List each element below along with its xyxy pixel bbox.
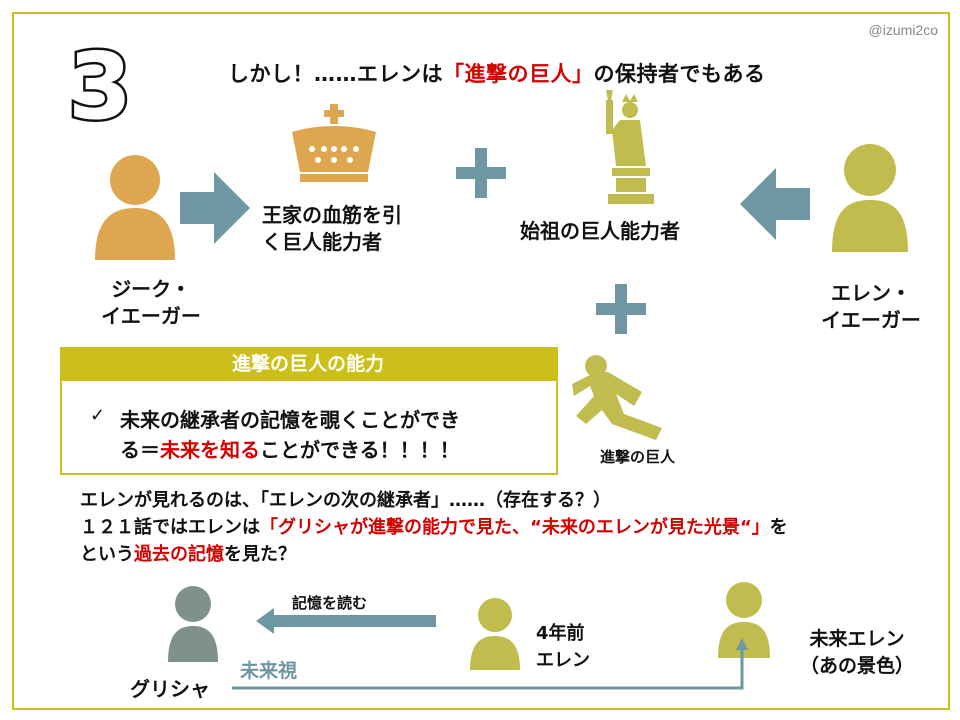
eren-name-line1: エレン・ xyxy=(831,281,911,305)
future-eren-label: 未来エレン （あの景色） xyxy=(792,626,922,680)
step-number-text: 3 xyxy=(68,34,132,134)
question-line2-highlight: 「グリシャが進撃の能力で見た、“未来のエレンが見た光景“」 xyxy=(260,517,770,538)
plus-icon-2 xyxy=(596,284,646,334)
arrow-left-icon xyxy=(740,168,810,240)
grisha-person-icon xyxy=(168,586,218,662)
founder-label: 始祖の巨人能力者 xyxy=(520,219,680,243)
future-eren-line2: （あの景色） xyxy=(799,655,914,677)
attack-titan-icon xyxy=(572,355,662,440)
zeke-name: ジーク・ イエーガー xyxy=(96,276,206,330)
eren-past-label: 4年前 エレン xyxy=(536,620,590,674)
ability-line2: る＝未来を知ることができる！！！！ xyxy=(120,435,460,465)
zeke-name-line1: ジーク・ xyxy=(111,277,191,301)
royal-label: 王家の血筋を引 く巨人能力者 xyxy=(262,202,402,256)
ability-line2-b: ことができる！！！！ xyxy=(260,438,460,462)
read-memory-label: 記憶を読む xyxy=(292,594,368,612)
question-line3-b: を見た？ xyxy=(224,544,296,565)
eren-past-person-icon xyxy=(470,598,520,670)
eren-past-line2: エレン xyxy=(536,650,590,671)
ability-line1: 未来の継承者の記憶を覗くことができ xyxy=(120,408,460,432)
headline-after: の保持者でもある xyxy=(593,62,766,86)
zeke-person-icon xyxy=(95,155,175,260)
eren-name-line2: イエーガー xyxy=(821,308,921,332)
question-line3-highlight: 過去の記憶 xyxy=(134,544,224,565)
zeke-name-line2: イエーガー xyxy=(101,304,201,328)
question-line1: エレンが見れるのは、「エレンの次の継承者」……（存在する？） xyxy=(80,490,611,511)
ability-box: 進撃の巨人の能力 ✓ 未来の継承者の記憶を覗くことができ る＝未来を知ることがで… xyxy=(60,347,558,475)
check-icon: ✓ xyxy=(90,405,106,426)
eren-past-line1: 4年前 xyxy=(536,623,585,644)
arrow-right-icon xyxy=(180,172,250,244)
future-eren-line1: 未来エレン xyxy=(809,628,905,650)
eren-name: エレン・ イエーガー xyxy=(806,280,936,334)
read-memory-arrow xyxy=(256,608,436,634)
question-line3-a: という xyxy=(80,544,134,565)
headline-highlight: 「進撃の巨人」 xyxy=(443,62,594,86)
royal-line2: く巨人能力者 xyxy=(262,230,382,254)
ability-body: 未来の継承者の記憶を覗くことができ る＝未来を知ることができる！！！！ xyxy=(120,405,460,465)
step-number: 3 xyxy=(66,34,135,134)
statue-icon xyxy=(606,90,654,204)
credit-label: @izumi2co xyxy=(868,22,938,38)
future-eren-person-icon xyxy=(718,582,770,658)
plus-icon-1 xyxy=(456,148,506,198)
question-line2-a: １２１話ではエレンは xyxy=(80,517,260,538)
ability-line2-highlight: 未来を知る xyxy=(160,438,260,462)
future-vision-label: 未来視 xyxy=(240,660,298,682)
headline: しかし！……エレンは「進撃の巨人」の保持者でもある xyxy=(228,58,766,88)
grisha-label: グリシャ xyxy=(130,677,210,701)
ability-line2-a: る＝ xyxy=(120,438,160,462)
royal-line1: 王家の血筋を引 xyxy=(262,203,402,227)
question-line2: １２１話ではエレンは「グリシャが進撃の能力で見た、“未来のエレンが見た光景“」を xyxy=(80,513,788,539)
future-vision-arrow xyxy=(232,638,748,690)
headline-before: しかし！……エレンは xyxy=(228,62,443,86)
eren-person-icon xyxy=(832,144,908,252)
question-line3: という過去の記憶を見た？ xyxy=(80,540,296,566)
ability-header: 進撃の巨人の能力 xyxy=(60,347,556,381)
attack-titan-label: 進撃の巨人 xyxy=(600,448,676,466)
crown-icon xyxy=(292,104,376,182)
question-line2-b: を xyxy=(769,517,788,538)
